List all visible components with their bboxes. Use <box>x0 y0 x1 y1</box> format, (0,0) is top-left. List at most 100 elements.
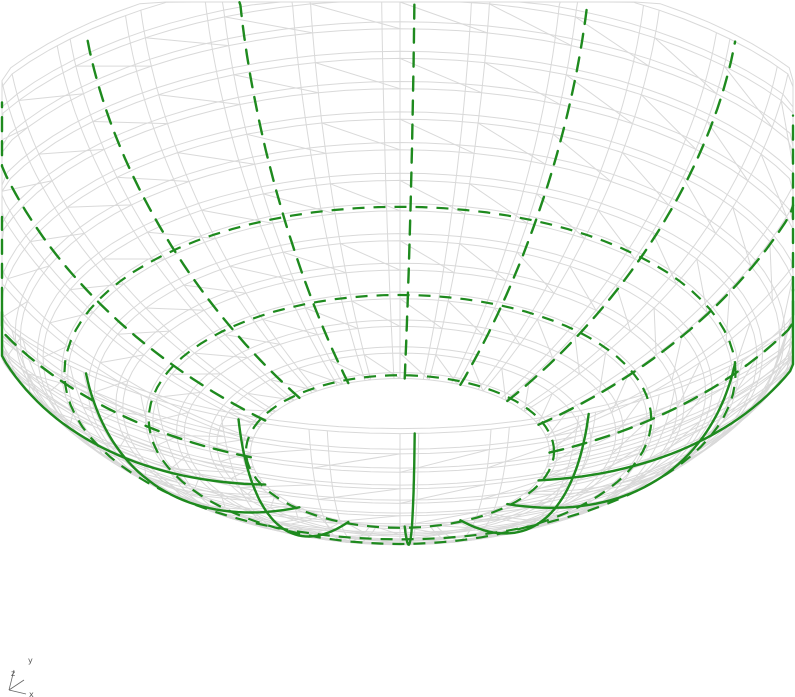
brace-line <box>682 177 717 234</box>
brace-line <box>233 74 319 94</box>
brace-line <box>321 122 401 151</box>
brace-line <box>611 420 648 455</box>
brace-line <box>599 444 643 475</box>
brace-line <box>171 453 189 469</box>
brace-line <box>117 433 129 451</box>
highlighted-rib <box>548 201 795 454</box>
brace-line <box>67 204 132 208</box>
axes-triad-icon: z y x <box>8 656 34 697</box>
brace-line <box>220 492 226 508</box>
highlighted-rib <box>0 215 252 459</box>
brace-line <box>552 133 612 182</box>
brace-line <box>316 513 331 529</box>
brace-line <box>536 193 585 239</box>
brace-line <box>262 318 318 336</box>
highlighted-rib <box>537 114 795 426</box>
brace-line <box>151 434 225 438</box>
brace-line <box>94 380 129 393</box>
brace-line <box>546 443 584 468</box>
brace-line <box>282 251 347 274</box>
brace-line <box>194 352 248 359</box>
highlighted-ring <box>63 205 737 541</box>
brace-line <box>622 152 669 206</box>
brace-line <box>565 74 633 125</box>
brace-line <box>630 449 683 485</box>
brace-line <box>723 65 773 128</box>
brace-line <box>671 334 683 381</box>
highlighted-members <box>0 0 795 546</box>
brace-line <box>329 359 372 381</box>
brace-line <box>516 251 555 294</box>
brace-line <box>769 241 773 302</box>
brace-line <box>696 258 708 313</box>
meridian-line <box>527 323 794 492</box>
ring-line <box>1 28 794 473</box>
highlighted-rib <box>403 432 416 546</box>
highlighted-ring <box>147 293 653 546</box>
meridian-line <box>56 45 291 403</box>
brace-line <box>399 352 430 381</box>
brace-line <box>546 408 570 439</box>
brace-line <box>648 386 725 436</box>
brace-line <box>188 493 247 502</box>
brace-line <box>598 353 607 393</box>
brace-line <box>312 453 401 469</box>
y-axis-label: y <box>28 656 33 665</box>
brace-line <box>655 421 701 461</box>
brace-line <box>676 362 701 408</box>
highlighted-rib <box>0 301 267 486</box>
brace-line <box>49 311 94 324</box>
meridian-line <box>501 32 717 399</box>
brace-line <box>716 352 782 408</box>
brace-line <box>469 183 528 224</box>
brace-line <box>167 467 234 473</box>
brace-line <box>177 152 255 165</box>
brace-line <box>145 307 205 311</box>
highlighted-rib <box>403 0 416 380</box>
brace-line <box>671 391 706 435</box>
z-axis-label: z <box>11 669 15 678</box>
meridian-line <box>477 5 644 390</box>
brace-line <box>780 100 794 166</box>
brace-line <box>706 121 749 182</box>
brace-line <box>239 484 316 489</box>
highlighted-rib <box>84 30 301 399</box>
brace-line <box>653 307 657 355</box>
highlighted-rib <box>0 101 267 422</box>
meridian-line <box>451 1 562 384</box>
brace-line <box>298 367 343 385</box>
brace-line <box>84 442 118 459</box>
highlighted-rib <box>237 0 350 385</box>
brace-line <box>537 393 553 425</box>
meridian-line <box>204 1 338 386</box>
brace-line <box>27 374 31 394</box>
brace-line <box>457 518 502 522</box>
brace-line <box>325 515 401 523</box>
brace-line <box>49 375 69 393</box>
meridian-line <box>309 1 372 381</box>
meridian-line <box>290 1 366 381</box>
brace-line <box>569 265 597 311</box>
highlighted-rib <box>506 40 737 403</box>
brace-line <box>152 412 189 422</box>
brace-line <box>725 357 758 408</box>
brace-line <box>771 313 794 374</box>
brace-line <box>760 153 788 217</box>
brace-line <box>351 300 401 327</box>
brace-line <box>145 37 229 47</box>
brace-line <box>117 330 170 335</box>
brace-line <box>477 122 546 165</box>
brace-line <box>482 507 530 515</box>
meridian-line <box>1 81 273 415</box>
brace-line <box>143 459 147 477</box>
brace-line <box>193 474 202 490</box>
meridian-line <box>520 66 778 410</box>
brace-line <box>224 16 313 34</box>
highlighted-rib <box>537 288 795 482</box>
brace-line <box>574 334 580 374</box>
brace-line <box>610 457 684 495</box>
brace-line <box>263 193 336 215</box>
brace-line <box>732 207 752 267</box>
brace-line <box>654 37 717 95</box>
